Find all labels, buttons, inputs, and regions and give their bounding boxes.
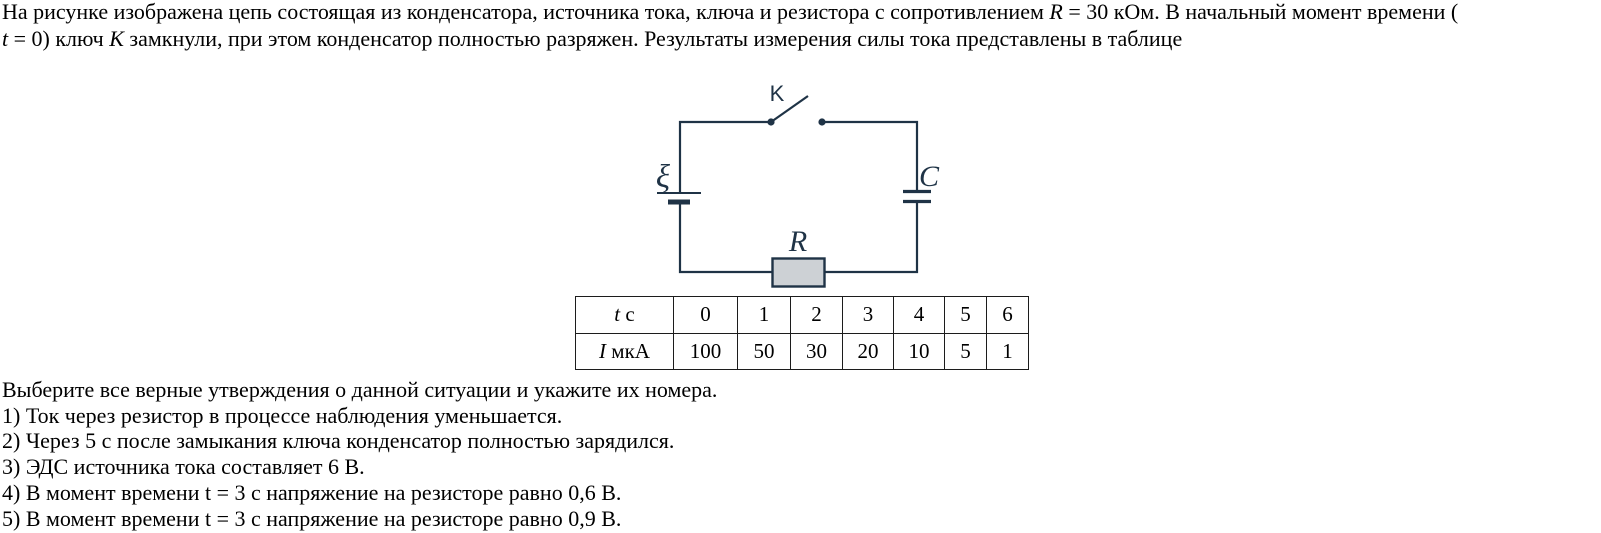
- table-cell: 5: [944, 296, 987, 334]
- table-cell: 50: [737, 332, 791, 370]
- math-symbol-I: I: [599, 338, 607, 363]
- math-symbol-R: R: [1049, 0, 1063, 24]
- table-row-time: t с 0 1 2 3 4 5 6: [575, 296, 1029, 334]
- switch-blade-icon: [770, 95, 809, 123]
- capacitor-label: C: [919, 160, 940, 193]
- math-symbol-t: t: [614, 302, 621, 327]
- switch-label: K: [770, 81, 785, 106]
- problem-statement-line1: На рисунке изображена цепь состоящая из …: [2, 0, 1601, 25]
- question-block: Выберите все верные утверждения о данной…: [2, 377, 1601, 531]
- problem-text: На рисунке изображена цепь состоящая из …: [2, 0, 1050, 24]
- statement-3: 3) ЭДС источника тока составляет 6 В.: [2, 454, 365, 480]
- statement-2: 2) Через 5 с после замыкания ключа конде…: [2, 428, 675, 454]
- statement-1: 1) Ток через резистор в процессе наблюде…: [2, 402, 563, 428]
- table-cell: 1: [737, 296, 791, 334]
- table-cell: 3: [842, 296, 894, 334]
- table-cell: 10: [893, 332, 945, 370]
- table-cell: 0: [673, 296, 738, 334]
- problem-statement-line2: t = 0) ключ K замкнули, при этом конденс…: [2, 25, 1601, 52]
- switch-contact-right: [818, 118, 826, 126]
- problem-text: замкнули, при этом конденсатор полностью…: [123, 26, 1183, 51]
- problem-text: = 30 кОм. В начальный момент времени (: [1062, 0, 1459, 24]
- current-unit: мкА: [606, 338, 650, 363]
- table-cell: 100: [673, 332, 738, 370]
- question-prompt: Выберите все верные утверждения о данной…: [2, 377, 718, 402]
- problem-statement: На рисунке изображена цепь состоящая из …: [2, 0, 1601, 52]
- math-symbol-K: K: [109, 26, 124, 51]
- circuit-diagram: K ξ C R: [656, 81, 940, 288]
- resistor-label: R: [788, 225, 807, 258]
- table-cell: 5: [944, 332, 987, 370]
- table-cell: 6: [986, 296, 1029, 334]
- table-cell: 1: [986, 332, 1029, 370]
- table-cell: 20: [842, 332, 894, 370]
- table-row-current: I мкА 100 50 30 20 10 5 1: [575, 332, 1029, 370]
- statement-4: 4) В момент времени t = 3 с напряжение н…: [2, 479, 622, 505]
- switch-contact-left: [767, 118, 775, 126]
- circuit-wires: [678, 120, 919, 274]
- table-cell: 2: [790, 296, 843, 334]
- math-symbol-t: t: [2, 26, 9, 51]
- problem-text: = 0) ключ: [8, 26, 110, 51]
- statement-5: 5) В момент времени t = 3 с напряжение н…: [2, 505, 622, 531]
- measurements-table: t с 0 1 2 3 4 5 6 I мкА 100 50 30 20 10 …: [575, 296, 1029, 370]
- table-cell: 4: [893, 296, 945, 334]
- table-header-time: t с: [575, 296, 674, 334]
- table-cell: 30: [790, 332, 843, 370]
- resistor-body-icon: [771, 257, 826, 288]
- table-header-current: I мкА: [575, 332, 674, 370]
- emf-label: ξ: [656, 159, 671, 195]
- time-unit: с: [620, 302, 635, 327]
